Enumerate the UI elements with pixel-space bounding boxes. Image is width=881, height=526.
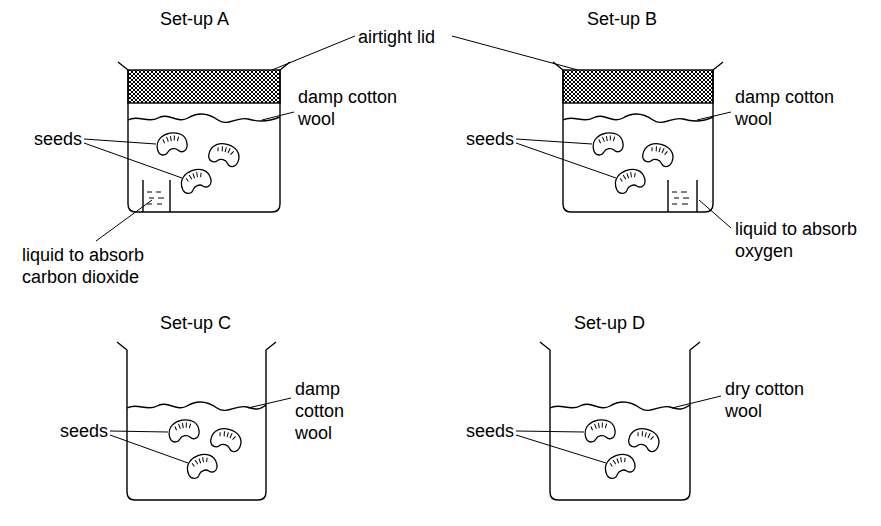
liquid-container [668,180,697,212]
cotton-wool [563,114,713,122]
seed [583,418,616,443]
seed [209,426,243,454]
beaker [540,342,700,500]
leader-line [110,431,188,463]
leader-line [697,112,731,120]
label-text: damp cotton wool [295,378,361,444]
label-text: damp cotton wool [735,86,845,130]
label-text: liquid to absorb carbon dioxide [22,244,162,288]
seed [155,131,188,156]
airtight-lid [128,70,280,103]
leader-line [84,139,182,178]
seed [612,166,647,195]
beaker [553,62,723,212]
label-text: dry cotton wool [725,378,825,422]
leader-line [96,200,152,241]
leader-line [516,139,616,178]
label-text: airtight lid [358,26,435,48]
label-text: Set-up B [587,8,657,30]
airtight-lid [563,70,713,103]
seed [167,418,200,443]
seed [178,166,213,195]
leader-line [248,398,291,408]
seed [591,131,624,156]
seed [207,141,241,169]
label-text: seeds [60,420,108,442]
beaker [117,342,276,500]
label-text: seeds [34,128,82,150]
label-text: liquid to absorb oxygen [735,218,875,262]
label-text: seeds [466,420,514,442]
liquid-container [143,180,170,212]
beaker [118,62,290,212]
cotton-wool [550,402,690,410]
leader-line [699,200,731,228]
label-text: Set-up D [574,312,645,334]
liquid [672,192,689,204]
leader-line [516,431,606,463]
leader-line [672,396,721,408]
leader-lines [84,36,731,463]
seed [641,141,675,169]
leader-line [262,112,294,120]
seed [602,451,637,480]
seeds [155,131,676,480]
label-text: Set-up C [160,312,231,334]
seed [184,451,219,480]
cotton-wool [127,402,266,410]
label-text: Set-up A [160,8,229,30]
beakers [117,62,723,500]
cotton-wool [128,114,280,122]
label-text: seeds [466,128,514,150]
seed [627,426,661,454]
label-text: damp cotton wool [298,86,408,130]
